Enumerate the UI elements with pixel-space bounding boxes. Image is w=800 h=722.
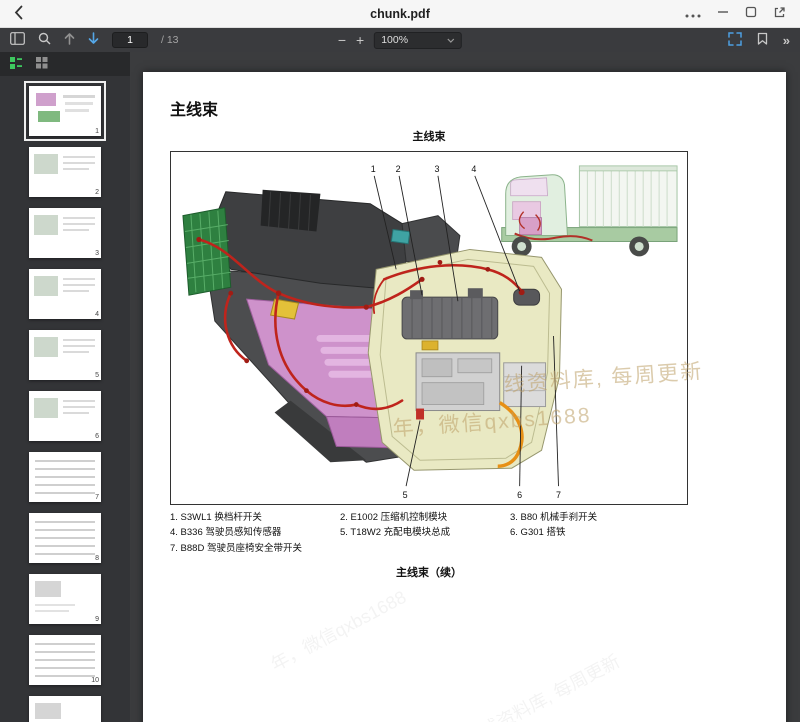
grid-view-button[interactable]	[35, 56, 48, 72]
titlebar-actions	[685, 6, 786, 22]
zoom-in-button[interactable]: +	[356, 32, 365, 48]
thumbnail-page-number: 3	[95, 250, 99, 257]
toolbar-zoom-group: − + 100%	[337, 31, 463, 49]
thumbnail-page-number: 8	[95, 555, 99, 562]
legend-item: 1. S3WL1 换档杆开关	[170, 512, 262, 523]
thumbnail-page-number: 4	[95, 311, 99, 318]
open-external-button[interactable]	[773, 6, 786, 22]
figure-illustration: 1 2 3 4 5 6 7	[182, 164, 678, 500]
figure-legend: 1. S3WL1 换档杆开关 2. E1002 压缩机控制模块 3. B80 机械手…	[170, 512, 688, 554]
window-restore-icon	[745, 6, 757, 21]
more-tools-button[interactable]: »	[782, 32, 790, 48]
page-title: 主线束	[170, 102, 219, 119]
thumbnail-page-number: 1	[95, 128, 99, 135]
thumbnail-page-number: 2	[95, 189, 99, 196]
grid-icon	[35, 56, 48, 72]
continued-caption: 主线束（续）	[396, 567, 462, 579]
legend-item: 6. G301 搭铁	[510, 527, 566, 539]
thumbnail-page-number: 7	[95, 494, 99, 501]
arrow-up-icon	[64, 32, 75, 48]
back-chevron-icon	[14, 5, 23, 23]
toolbar-left-group: / 13	[10, 32, 179, 48]
page-thumbnail[interactable]: 11	[29, 696, 101, 722]
sidebar-panel-icon	[10, 32, 25, 48]
page-count-label: / 13	[161, 34, 179, 46]
page-thumbnail[interactable]: 6	[29, 391, 101, 441]
pdf-toolbar: / 13 − + 100% »	[0, 28, 800, 52]
back-button[interactable]	[14, 5, 23, 23]
watermark-faint: 年，微信qxbs1688	[267, 586, 410, 675]
bookmark-icon	[757, 32, 768, 48]
thumbnail-list: 1 2 3 4 5 6 7 8 9 10 11	[0, 76, 130, 722]
toolbar-right-group: »	[728, 31, 790, 49]
restore-window-button[interactable]	[745, 6, 757, 21]
callout-6: 6	[517, 490, 522, 500]
callout-3: 3	[434, 164, 439, 174]
page-thumbnail[interactable]: 3	[29, 208, 101, 258]
bookmark-button[interactable]	[757, 32, 768, 48]
page-thumbnail[interactable]: 10	[29, 635, 101, 685]
sidebar-toggle-button[interactable]	[10, 32, 25, 48]
callout-5: 5	[403, 490, 408, 500]
zoom-level-value: 100%	[381, 34, 409, 46]
titlebar: chunk.pdf	[0, 0, 800, 28]
arrow-down-icon	[88, 32, 99, 48]
callout-4: 4	[471, 164, 476, 174]
watermark-faint: 线资料库, 每周更新	[477, 650, 624, 722]
fullscreen-button[interactable]	[728, 31, 742, 49]
thumbnail-list-icon	[9, 56, 23, 73]
search-icon	[38, 32, 51, 48]
legend-item: 5. T18W2 充配电模块总成	[340, 527, 451, 539]
thumbnail-view-button[interactable]	[9, 56, 23, 73]
callout-numbers: 1 2 3 4 5 6 7	[371, 164, 561, 500]
page-number-input[interactable]	[112, 32, 148, 48]
zoom-level-dropdown[interactable]: 100%	[374, 31, 463, 49]
previous-page-button[interactable]	[64, 32, 75, 48]
page-thumbnail[interactable]: 4	[29, 269, 101, 319]
pdf-page: 主线束 主线束	[143, 72, 786, 722]
window-title: chunk.pdf	[370, 6, 430, 21]
thumbnail-sidebar: 1 2 3 4 5 6 7 8 9 10 11	[0, 52, 130, 722]
external-link-icon	[773, 6, 786, 22]
fullscreen-icon	[728, 31, 742, 49]
page-thumbnail[interactable]: 1	[24, 81, 106, 141]
page-thumbnail[interactable]: 7	[29, 452, 101, 502]
thumbnail-page-number: 9	[95, 616, 99, 623]
sidebar-view-switcher	[0, 52, 130, 76]
body-tub-illustration	[367, 248, 562, 471]
legend-item: 4. B336 驾驶员感知传感器	[170, 527, 282, 539]
legend-item: 3. B80 机械手刹开关	[510, 512, 598, 523]
more-options-button[interactable]	[685, 6, 701, 21]
callout-7: 7	[556, 490, 561, 500]
page-thumbnail[interactable]: 9	[29, 574, 101, 624]
callout-1: 1	[371, 164, 376, 174]
search-button[interactable]	[38, 32, 51, 48]
ellipsis-icon	[685, 6, 701, 21]
wiring-diagram-figure: 1 2 3 4 5 6 7	[170, 151, 688, 505]
callout-lines	[373, 175, 559, 487]
page-thumbnail[interactable]: 8	[29, 513, 101, 563]
chevron-down-icon	[447, 34, 455, 46]
document-viewer[interactable]: 主线束 主线束	[130, 52, 800, 722]
minimize-button[interactable]	[717, 6, 729, 21]
thumbnail-page-number: 10	[91, 677, 99, 684]
next-page-button[interactable]	[88, 32, 99, 48]
truck-illustration	[501, 165, 678, 257]
thumbnail-page-number: 6	[95, 433, 99, 440]
zoom-out-button[interactable]: −	[337, 32, 346, 48]
harness-connectors	[196, 236, 525, 407]
legend-item: 2. E1002 压缩机控制模块	[340, 512, 448, 523]
thumbnail-page-number: 5	[95, 372, 99, 379]
minimize-icon	[717, 6, 729, 21]
callout-2: 2	[396, 164, 401, 174]
page-thumbnail[interactable]: 2	[29, 147, 101, 197]
legend-item: 7. B88D 驾驶员座椅安全带开关	[170, 542, 302, 554]
figure-caption: 主线束	[412, 131, 446, 143]
page-thumbnail[interactable]: 5	[29, 330, 101, 380]
